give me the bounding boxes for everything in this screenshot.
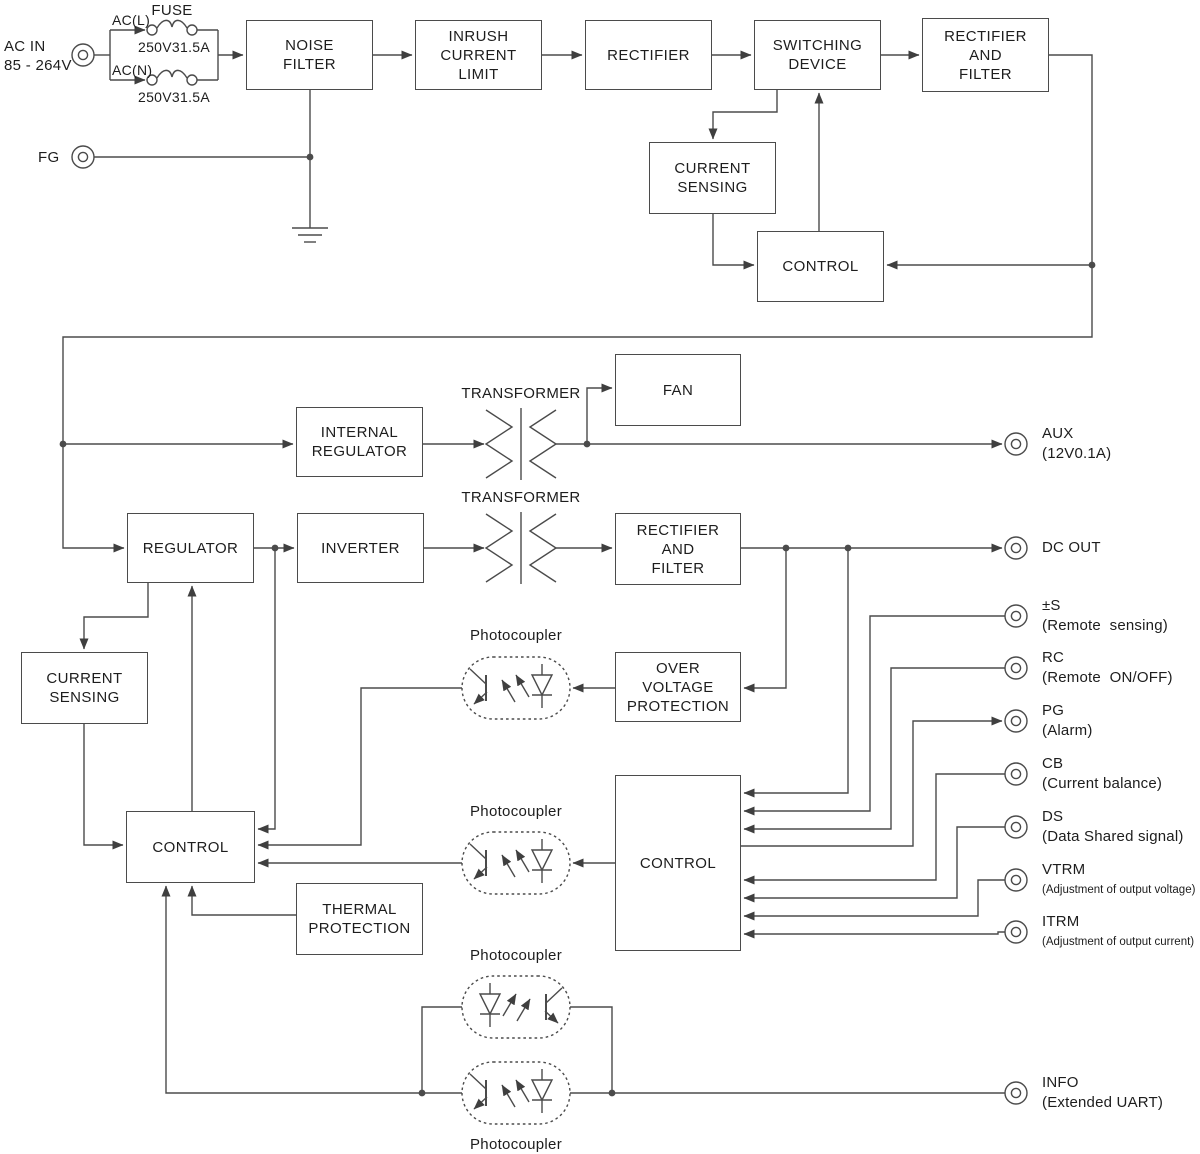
info-wiring <box>161 885 1005 1097</box>
secondary-chain-wiring <box>254 383 1003 585</box>
fuse-label: FUSE <box>151 2 193 19</box>
terminal-rc-label: RC(Remote ON/OFF) <box>1042 649 1173 686</box>
dc-out-terminal-icon <box>1004 536 1028 560</box>
itrm-terminal-icon <box>1004 920 1028 944</box>
terminal-dc-out-label: DC OUT <box>1042 539 1101 556</box>
control-wiring <box>79 548 1005 939</box>
photocoupler-3-icon <box>462 976 570 1038</box>
transformer-1-icon <box>485 407 557 481</box>
fuse-rating-n-label: 250V31.5A <box>138 89 210 105</box>
block-rectifier-and-filter-primary: RECTIFIER AND FILTER <box>922 18 1049 92</box>
ds-terminal-icon <box>1004 815 1028 839</box>
block-current-sensing-primary: CURRENT SENSING <box>649 142 776 214</box>
block-control-primary: CONTROL <box>757 231 884 302</box>
terminal-ds-label: DS(Data Shared signal) <box>1042 808 1184 845</box>
fuse-n-icon <box>146 69 198 86</box>
terminal-itrm-label: ITRM(Adjustment of output current) <box>1042 913 1195 948</box>
sense-terminal-icon <box>1004 604 1028 628</box>
fg-terminal-icon <box>71 145 95 169</box>
block-control-output: CONTROL <box>126 811 255 883</box>
block-control-secondary: CONTROL <box>615 775 741 951</box>
photocoupler-3-label: Photocoupler <box>470 947 562 964</box>
terminal-sense-label: ±S(Remote sensing) <box>1042 597 1168 634</box>
photocoupler-4-icon <box>462 1062 570 1124</box>
block-thermal-protection: THERMAL PROTECTION <box>296 883 423 955</box>
rc-terminal-icon <box>1004 656 1028 680</box>
pg-terminal-icon <box>1004 709 1028 733</box>
block-over-voltage-protection: OVER VOLTAGE PROTECTION <box>615 652 741 722</box>
ac-n-label: AC(N) <box>112 62 153 78</box>
terminal-vtrm-label: VTRM(Adjustment of output voltage) <box>1042 861 1196 896</box>
photocoupler-2-icon <box>462 832 570 894</box>
block-inrush-current-limit: INRUSH CURRENT LIMIT <box>415 20 542 90</box>
block-regulator: REGULATOR <box>127 513 254 583</box>
terminal-aux-label: AUX(12V0.1A) <box>1042 425 1112 462</box>
photocoupler-4-label: Photocoupler <box>470 1136 562 1153</box>
fuse-rating-l-label: 250V31.5A <box>138 39 210 55</box>
vtrm-terminal-icon <box>1004 868 1028 892</box>
primary-chain-wiring <box>59 50 1096 553</box>
block-rectifier: RECTIFIER <box>585 20 712 90</box>
ac-in-terminal-icon <box>71 43 95 67</box>
cb-terminal-icon <box>1004 762 1028 786</box>
transformer-2-icon <box>485 511 557 585</box>
ac-l-label: AC(L) <box>112 12 151 28</box>
block-noise-filter: NOISE FILTER <box>246 20 373 90</box>
block-rectifier-and-filter-secondary: RECTIFIER AND FILTER <box>615 513 741 585</box>
block-switching-device: SWITCHING DEVICE <box>754 20 881 90</box>
block-internal-regulator: INTERNAL REGULATOR <box>296 407 423 477</box>
terminal-info-label: INFO(Extended UART) <box>1042 1074 1164 1111</box>
photocoupler-1-icon <box>462 657 570 719</box>
info-terminal-icon <box>1004 1081 1028 1105</box>
terminal-pg-label: PG(Alarm) <box>1042 702 1093 739</box>
transformer-2-label: TRANSFORMER <box>461 489 581 506</box>
terminal-cb-label: CB(Current balance) <box>1042 755 1163 792</box>
transformer-1-label: TRANSFORMER <box>461 385 581 402</box>
block-inverter: INVERTER <box>297 513 424 583</box>
photocoupler-2-label: Photocoupler <box>470 803 562 820</box>
block-fan: FAN <box>615 354 741 426</box>
aux-terminal-icon <box>1004 432 1028 456</box>
photocoupler-1-label: Photocoupler <box>470 627 562 644</box>
fuse-l-icon <box>146 19 198 36</box>
fg-label: FG <box>38 149 60 166</box>
ac-input-wiring <box>71 19 329 243</box>
ground-icon <box>291 227 329 243</box>
block-current-sensing-secondary: CURRENT SENSING <box>21 652 148 724</box>
